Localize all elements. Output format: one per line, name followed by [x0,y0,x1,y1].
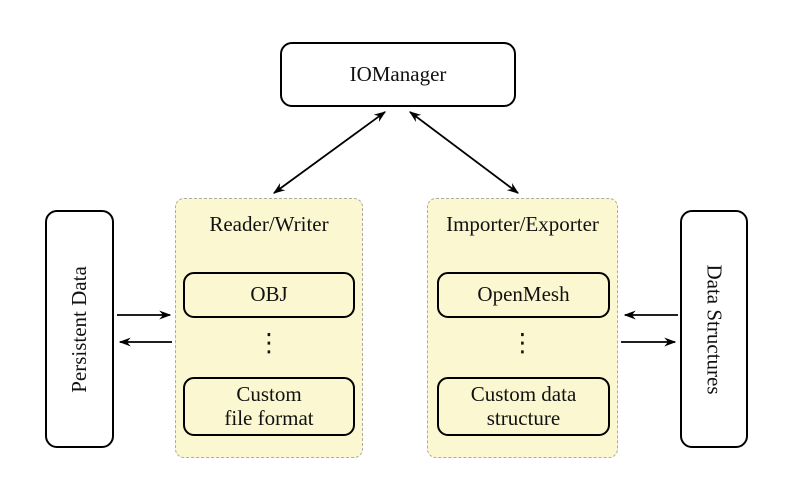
persistent-data-label: Persistent Data [67,265,91,393]
importer-exporter-ellipsis: ⋮ [510,328,535,357]
importer-exporter-title: Importer/Exporter [446,212,599,236]
data-structures-label: Data Structures [702,263,727,395]
reader-writer-title: Reader/Writer [209,212,329,236]
data-structures-node: Data Structures [680,210,748,448]
custom-data-structure-node: Custom data structure [437,377,610,436]
openmesh-label: OpenMesh [477,282,570,307]
persistent-data-node: Persistent Data [45,210,114,448]
iomanager-label: IOManager [349,62,447,86]
custom-file-format-node: Custom file format [183,377,355,436]
obj-node: OBJ [183,272,355,318]
arrow-iomanager-importerexporter [409,111,519,194]
importer-exporter-group: Importer/Exporter OpenMesh ⋮ Custom data… [427,198,618,458]
custom-data-structure-label: Custom data structure [470,381,577,430]
obj-label: OBJ [250,282,288,307]
reader-writer-group: Reader/Writer OBJ ⋮ Custom file format [175,198,363,458]
openmesh-node: OpenMesh [437,272,610,318]
custom-file-format-label: Custom file format [224,381,314,430]
reader-writer-ellipsis: ⋮ [256,328,282,357]
arrow-iomanager-readerwriter [273,111,386,194]
iomanager-node: IOManager [280,42,516,107]
